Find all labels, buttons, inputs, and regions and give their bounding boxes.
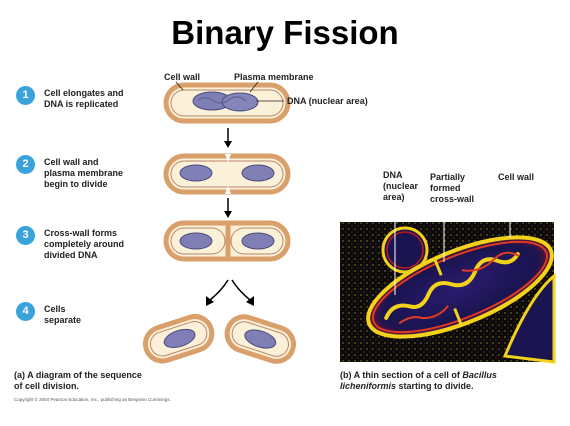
- step-1-badge: 1: [16, 86, 35, 105]
- caption-b-genus: Bacillus: [462, 370, 497, 380]
- step-3-badge: 3: [16, 226, 35, 245]
- label-micro-crosswall: Partially formed cross-wall: [430, 172, 474, 205]
- label-cell-wall: Cell wall: [164, 72, 200, 83]
- label-dna: DNA (nuclear area): [287, 96, 368, 107]
- cell-step3: [166, 223, 288, 259]
- label-micro-dna: DNA (nuclear area): [383, 170, 418, 203]
- cell-step2: [166, 154, 288, 194]
- caption-b-suffix: starting to divide.: [396, 381, 474, 391]
- micrograph-image: [340, 217, 564, 362]
- step-3-text: Cross-wall forms completely around divid…: [44, 228, 124, 261]
- step-4-badge: 4: [16, 302, 35, 321]
- label-plasma-membrane: Plasma membrane: [234, 72, 314, 83]
- step-4-text: Cells separate: [44, 304, 81, 326]
- caption-b: (b) A thin section of a cell of Bacillus…: [340, 370, 560, 392]
- arrow-down-2: [224, 198, 232, 218]
- label-micro-cellwall: Cell wall: [498, 172, 534, 183]
- cell-step1: [166, 85, 288, 121]
- step-2-text: Cell wall and plasma membrane begin to d…: [44, 157, 123, 190]
- step-1-text: Cell elongates and DNA is replicated: [44, 88, 124, 110]
- arrows-diverging: [206, 280, 254, 306]
- step-2-badge: 2: [16, 155, 35, 174]
- cell-step4-left: [141, 312, 216, 365]
- caption-b-species: licheniformis: [340, 381, 396, 391]
- copyright-footer: Copyright © 2004 Pearson Education, Inc.…: [14, 397, 171, 402]
- cell-step4-right: [223, 312, 298, 365]
- arrow-down-1: [224, 128, 232, 148]
- caption-a: (a) A diagram of the sequence of cell di…: [14, 370, 142, 392]
- caption-b-prefix: (b) A thin section of a cell of: [340, 370, 462, 380]
